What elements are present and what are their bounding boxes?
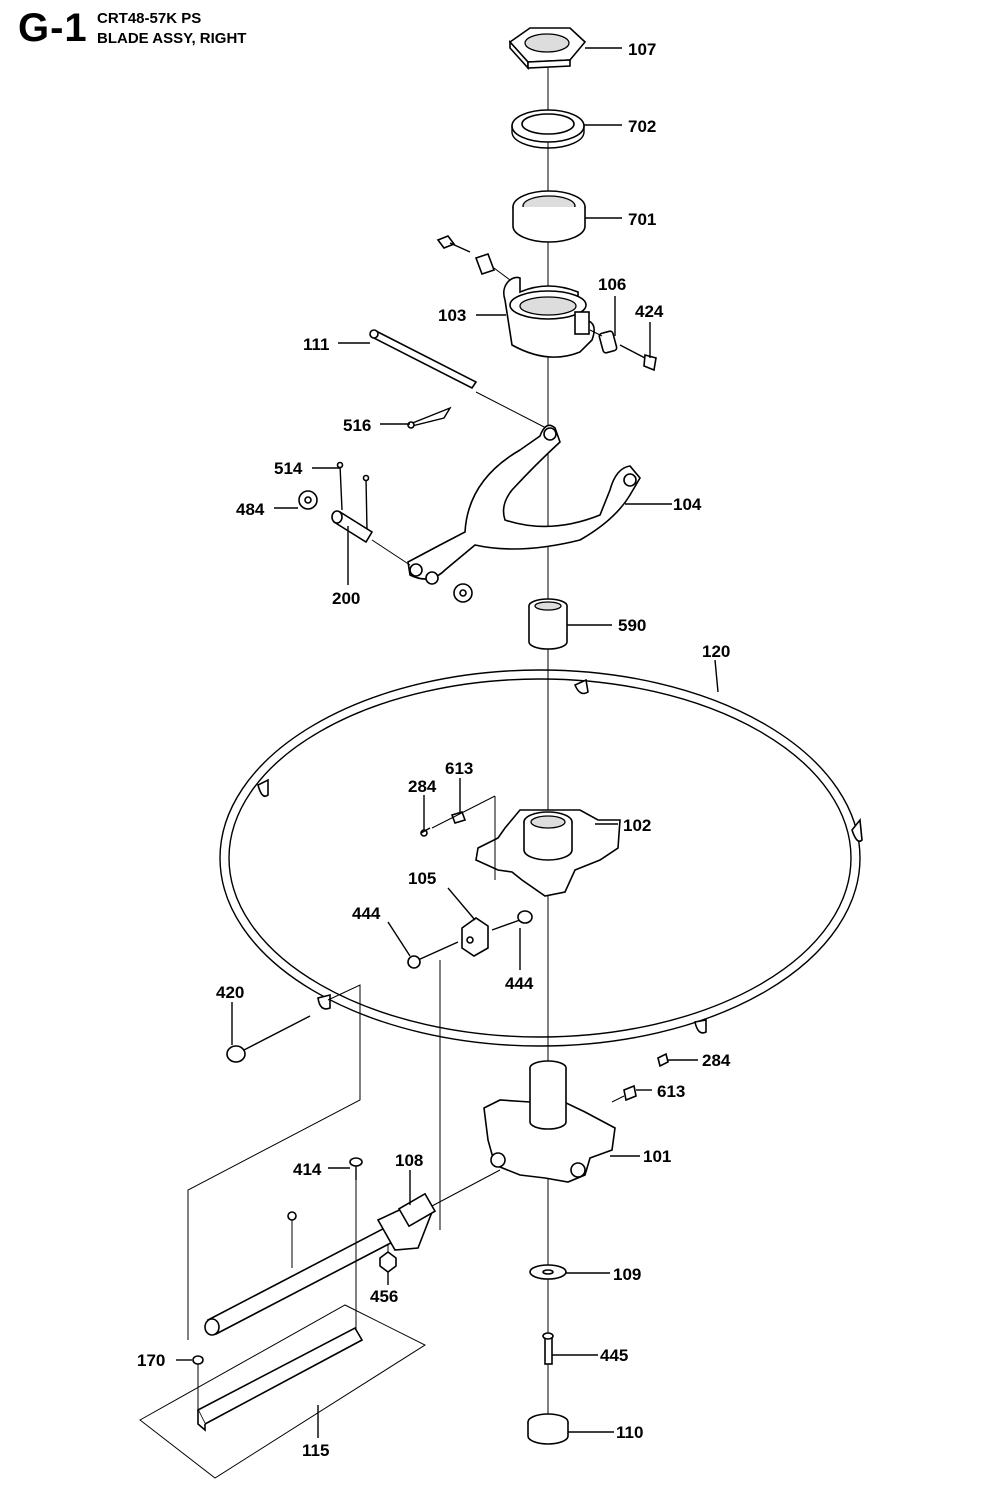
- shaft-108: [204, 1169, 501, 1336]
- hex-nut-107: [508, 27, 587, 71]
- clip-516: [407, 406, 452, 429]
- callout-284-lower: 284: [702, 1051, 731, 1070]
- callout-107: 107: [628, 40, 656, 59]
- callout-104: 104: [673, 495, 702, 514]
- pin-200: [331, 510, 411, 566]
- callout-105: 105: [408, 869, 436, 888]
- bushing-590: [528, 598, 568, 650]
- callout-108: 108: [395, 1151, 423, 1170]
- pin-414: [349, 1157, 363, 1330]
- callout-484: 484: [236, 500, 265, 519]
- callout-702: 702: [628, 117, 656, 136]
- clamp-105: [461, 917, 489, 957]
- callout-101: 101: [643, 1147, 671, 1166]
- callout-115: 115: [302, 1441, 329, 1460]
- fitting-284-lower: [657, 1052, 669, 1068]
- ring-120: [219, 669, 863, 1047]
- nut-456: [379, 1244, 397, 1273]
- cotter-pin-514: [336, 461, 370, 531]
- screw-170: [192, 1355, 204, 1410]
- callout-590: 590: [618, 616, 646, 635]
- callout-414: 414: [293, 1160, 322, 1179]
- callout-514: 514: [274, 459, 303, 478]
- leader-lines: [176, 47, 719, 1438]
- callout-106: 106: [598, 275, 626, 294]
- hub-101: [483, 1060, 616, 1183]
- hub-102: [475, 809, 621, 897]
- model-number: CRT48-57K PS: [97, 10, 202, 27]
- callout-424: 424: [635, 302, 664, 321]
- bearing-701: [512, 190, 586, 243]
- callout-284-upper: 284: [408, 777, 437, 796]
- callout-516: 516: [343, 416, 371, 435]
- bolt-424: [589, 329, 657, 372]
- callout-200: 200: [332, 589, 360, 608]
- callout-613-lower: 613: [657, 1082, 685, 1101]
- callout-103: 103: [438, 306, 466, 325]
- callout-456: 456: [370, 1287, 398, 1306]
- fitting-284-upper: [420, 827, 431, 837]
- callout-170: 170: [137, 1351, 165, 1370]
- grease-fitting-613-lower: [611, 1084, 637, 1103]
- key-clip: [287, 1211, 297, 1268]
- bearing-housing-103: [503, 276, 595, 358]
- callout-102: 102: [623, 816, 651, 835]
- diagram-title: BLADE ASSY, RIGHT: [97, 30, 247, 47]
- pin-111: [369, 329, 551, 431]
- callout-444-right: 444: [505, 974, 534, 993]
- spacer-106: [598, 330, 618, 354]
- screw-444-left: [407, 941, 459, 969]
- callout-110: 110: [616, 1423, 643, 1442]
- callout-445: 445: [600, 1346, 628, 1365]
- leader-thin: [431, 795, 496, 829]
- bolt-420: [226, 1015, 311, 1063]
- bolt-upper-left: [436, 235, 511, 281]
- alignment-line: [187, 984, 361, 1340]
- callout-701: 701: [628, 210, 656, 229]
- washer-484: [298, 490, 473, 603]
- section-code: G-1: [18, 6, 88, 50]
- callout-613-upper: 613: [445, 759, 473, 778]
- screw-444-right: [491, 910, 533, 931]
- bolt-445: [542, 1332, 554, 1365]
- callout-120: 120: [702, 642, 730, 661]
- washer-109: [529, 1264, 567, 1280]
- yoke-104: [407, 424, 641, 585]
- grease-fitting-613-upper: [450, 811, 467, 824]
- callout-109: 109: [613, 1265, 641, 1284]
- callout-420: 420: [216, 983, 244, 1002]
- blade-bar-115: [139, 1304, 427, 1479]
- seal-702: [511, 109, 585, 149]
- cap-110: [527, 1413, 569, 1445]
- callout-444-left: 444: [352, 904, 381, 923]
- callout-111: 111: [303, 335, 330, 354]
